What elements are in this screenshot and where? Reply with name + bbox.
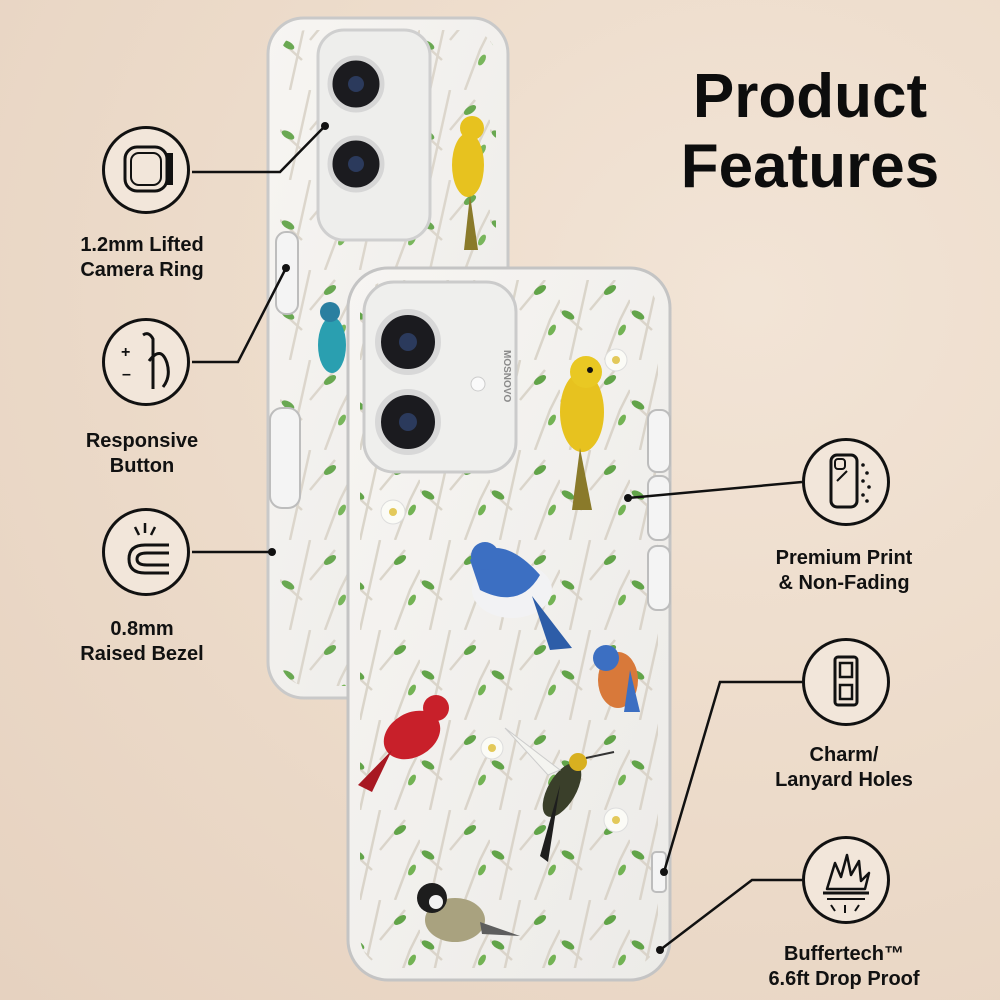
lanyard-hole-icon bbox=[802, 638, 890, 726]
feature-label-drop-proof: Buffertech™ 6.6ft Drop Proof bbox=[768, 943, 920, 990]
cardinal-illustration bbox=[358, 695, 449, 792]
title-line-2: Features bbox=[680, 132, 940, 201]
impact-shield-icon bbox=[802, 836, 890, 924]
yellow-bird-illustration bbox=[560, 356, 604, 510]
button-press-icon: + – bbox=[102, 318, 190, 406]
feature-label-lanyard-holes: Charm/ Lanyard Holes bbox=[775, 744, 913, 791]
raised-bezel-icon bbox=[102, 508, 190, 596]
brand-imprint: MOSNOVO bbox=[501, 350, 512, 402]
svg-text:+: + bbox=[121, 344, 130, 361]
front-phone-case: MOSNOVO bbox=[346, 266, 672, 982]
feature-label-responsive-button: Responsive Button bbox=[85, 430, 199, 477]
callout-lines bbox=[192, 122, 803, 954]
feature-label-raised-bezel: 0.8mm Raised Bezel bbox=[80, 618, 204, 665]
camera-ring-icon bbox=[102, 126, 190, 214]
hummingbird-illustration bbox=[504, 727, 615, 862]
phone-print-icon bbox=[802, 438, 890, 526]
feature-label-camera-ring: 1.2mm Lifted Camera Ring bbox=[80, 234, 204, 281]
svg-text:–: – bbox=[122, 366, 131, 383]
title-line-1: Product bbox=[692, 62, 928, 131]
bluebird-illustration bbox=[593, 645, 640, 712]
feature-label-premium-print: Premium Print & Non-Fading bbox=[775, 547, 913, 594]
blue-jay-illustration bbox=[470, 542, 572, 650]
page-title: Product Features bbox=[640, 62, 980, 202]
chickadee-illustration bbox=[417, 883, 520, 942]
